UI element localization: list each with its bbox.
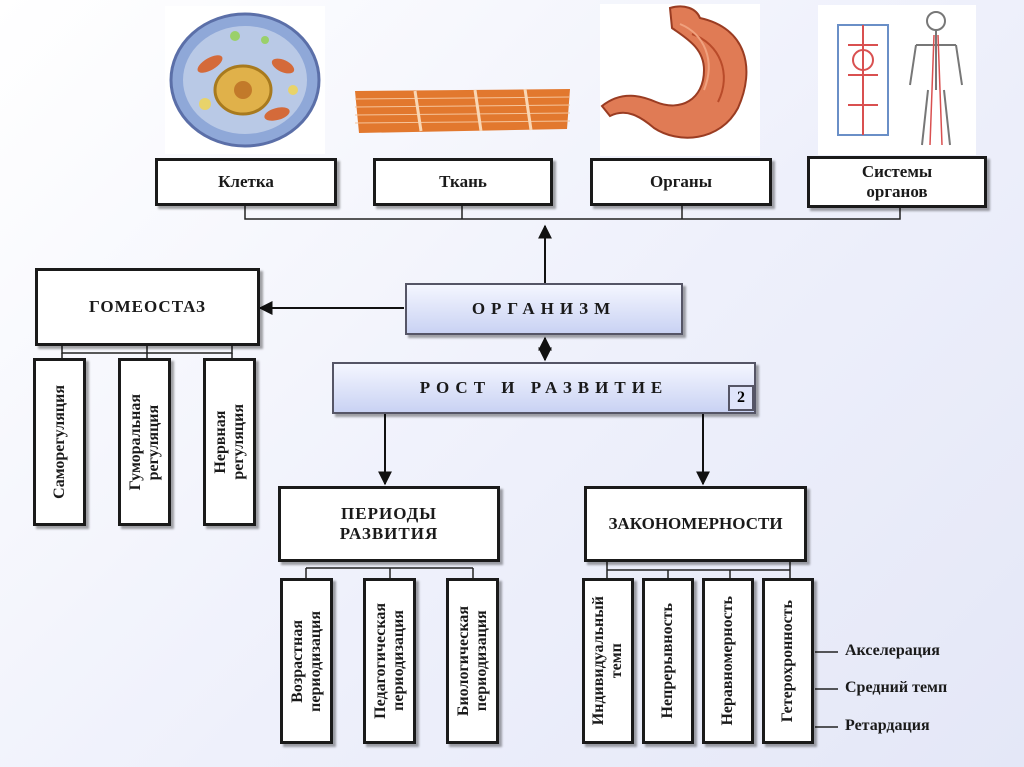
- homeostasis-item: Гуморальная регуляция: [118, 358, 171, 526]
- growth-box: РОСТ И РАЗВИТИЕ: [332, 362, 756, 414]
- homeostasis-box: ГОМЕОСТАЗ: [35, 268, 260, 346]
- tempo-acceleration: Акселерация: [845, 642, 940, 659]
- patterns-item: Неравномерность: [702, 578, 754, 744]
- tempo-retardation: Ретардация: [845, 717, 930, 734]
- periods-item: Педагогическая периодизация: [363, 578, 416, 744]
- patterns-item: Непрерывность: [642, 578, 694, 744]
- tissue-box: Ткань: [373, 158, 553, 206]
- patterns-item: Гетерохронность: [762, 578, 814, 744]
- organ-systems-box: Системы органов: [807, 156, 987, 208]
- stomach-image: [600, 4, 760, 156]
- growth-label: РОСТ И РАЗВИТИЕ: [419, 378, 669, 397]
- periods-item: Биологическая периодизация: [446, 578, 499, 744]
- organism-box: ОРГАНИЗМ: [405, 283, 683, 335]
- homeostasis-item: Саморегуляция: [33, 358, 86, 526]
- growth-badge: 2: [728, 385, 754, 411]
- periods-box: ПЕРИОДЫ РАЗВИТИЯ: [278, 486, 500, 562]
- tissue-image: [355, 88, 570, 133]
- cell-box: Клетка: [155, 158, 337, 206]
- organ-systems-image: [818, 5, 976, 155]
- cell-image: [165, 6, 325, 154]
- periods-item: Возрастная периодизация: [280, 578, 333, 744]
- tempo-average: Средний темп: [845, 679, 948, 696]
- patterns-box: ЗАКОНОМЕРНОСТИ: [584, 486, 807, 562]
- organs-box: Органы: [590, 158, 772, 206]
- homeostasis-item: Нервная регуляция: [203, 358, 256, 526]
- patterns-item: Индивидуальный темп: [582, 578, 634, 744]
